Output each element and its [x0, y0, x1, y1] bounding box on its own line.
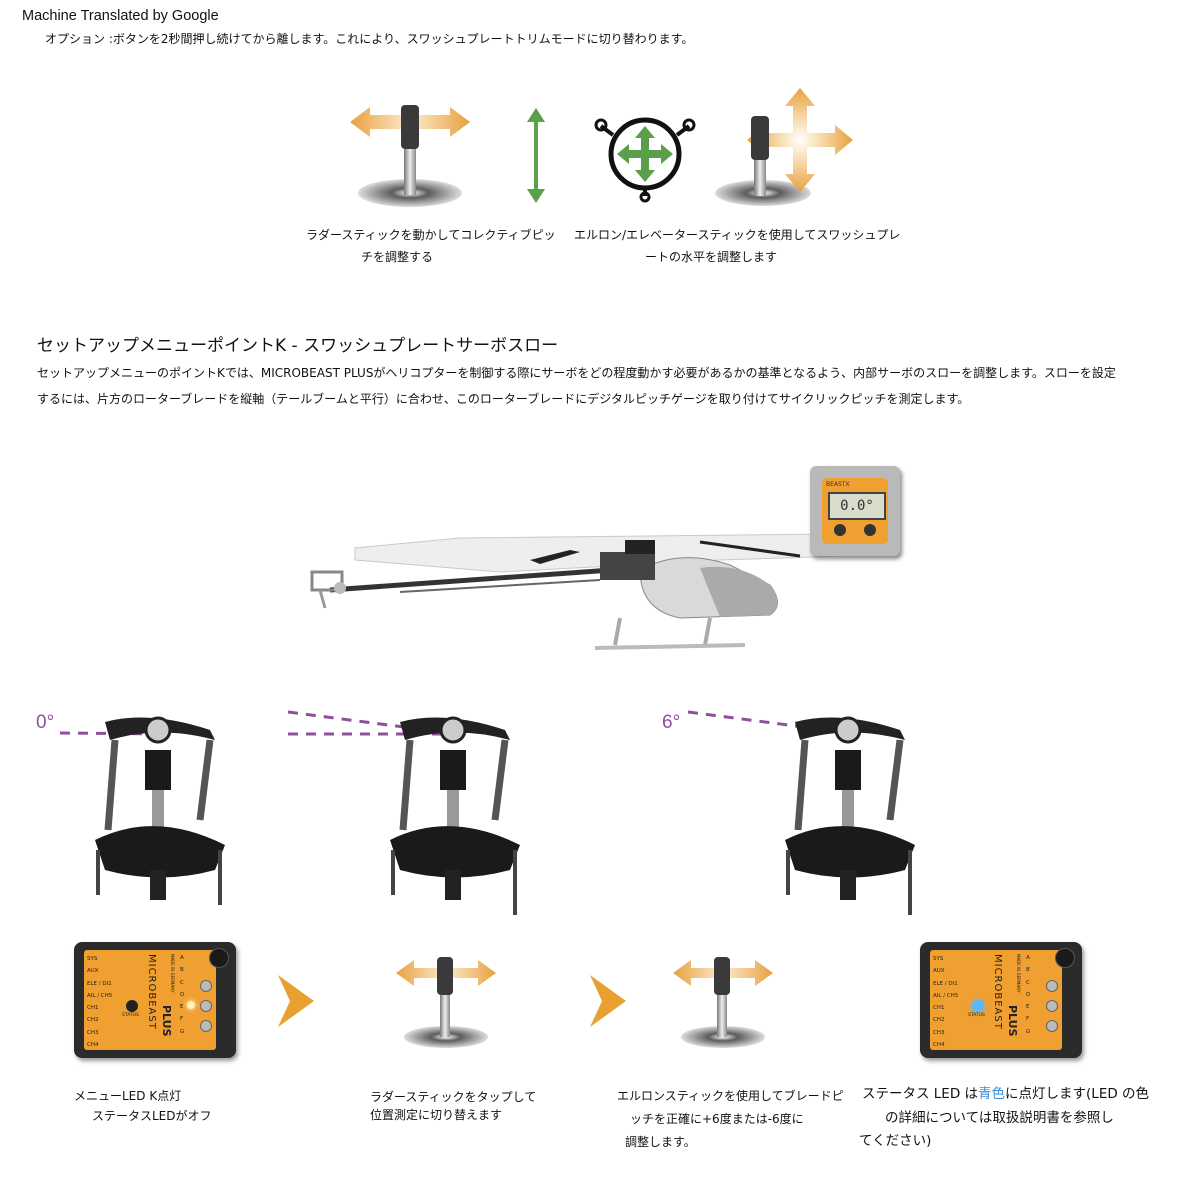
status-led-caption-line1: ステータス LED は青色に点灯します(LED の色	[862, 1086, 1150, 1102]
section-title: セットアップメニューポイントK - スワッシュプレートサーボスロー	[37, 336, 559, 356]
aileron-pitch-caption-line2: ッチを正確に+6度または-6度に	[630, 1112, 804, 1126]
rudder-tap-caption-line2: 位置測定に切り替えます	[370, 1108, 503, 1122]
angle-label-six: 6°	[662, 712, 681, 733]
rotor-head-3	[785, 716, 915, 915]
status-led-caption-line2: の詳細については取扱説明書を参照し	[885, 1110, 1114, 1126]
gauge-button-left	[834, 524, 846, 536]
menu-led-k	[187, 1001, 195, 1009]
aileron-pitch-caption-line3: 調整します。	[625, 1135, 696, 1149]
stick-tap-icon	[396, 957, 496, 1048]
helicopter-image	[310, 533, 876, 650]
rotor-head-1	[95, 716, 225, 905]
rudder-tap-caption-line1: ラダースティックをタップして	[370, 1090, 537, 1104]
stick-four-way-icon	[715, 88, 853, 206]
swashplate-level-icon	[594, 117, 696, 203]
status-led-caption-line3: てください)	[859, 1133, 932, 1149]
angle-label-zero: 0°	[36, 712, 55, 733]
gauge-brand: BEASTX	[826, 481, 850, 488]
stick-aileron-icon	[673, 957, 773, 1048]
stick-horizontal-icon	[350, 105, 470, 207]
section-paragraph-line1: セットアップメニューのポイントKでは、MICROBEAST PLUSがヘリコプタ…	[37, 366, 1116, 380]
blue-word: 青色	[978, 1086, 1006, 1102]
pitch-gauge: BEASTX 0.0°	[810, 466, 900, 556]
angle-line-c	[687, 710, 851, 735]
status-led-off	[126, 1000, 138, 1012]
status-led-blue	[972, 1000, 984, 1012]
rudder-caption-line2: チを調整する	[361, 250, 434, 264]
aileron-pitch-caption-line1: エルロンスティックを使用してブレードピ	[617, 1089, 844, 1103]
aileron-caption-line2: ートの水平を調整します	[645, 250, 778, 264]
rotor-head-illustrations	[59, 710, 915, 915]
gauge-button-right	[864, 524, 876, 536]
menu-led-caption-line2: ステータスLEDがオフ	[92, 1109, 212, 1123]
option-instruction: オプション :ボタンを2秒間押し続けてから離します。これにより、スワッシュプレー…	[45, 32, 694, 46]
menu-led-caption-line1: メニューLED K点灯	[74, 1089, 182, 1103]
rudder-caption-line1: ラダースティックを動かしてコレクティブピッ	[306, 228, 556, 242]
step-arrow-1	[278, 975, 314, 1027]
rotor-head-2	[390, 716, 520, 915]
gauge-display: 0.0°	[828, 492, 886, 520]
section-paragraph-line2: するには、片方のローターブレードを縦軸（テールブームと平行）に合わせ、このロータ…	[37, 392, 970, 406]
angle-line-a	[287, 710, 451, 735]
vertical-arrow-icon	[527, 108, 545, 203]
step-arrow-2	[590, 975, 626, 1027]
aileron-caption-line1: エルロン/エレベータースティックを使用してスワッシュプレ	[574, 228, 901, 242]
machine-translated-label: Machine Translated by Google	[22, 8, 219, 24]
